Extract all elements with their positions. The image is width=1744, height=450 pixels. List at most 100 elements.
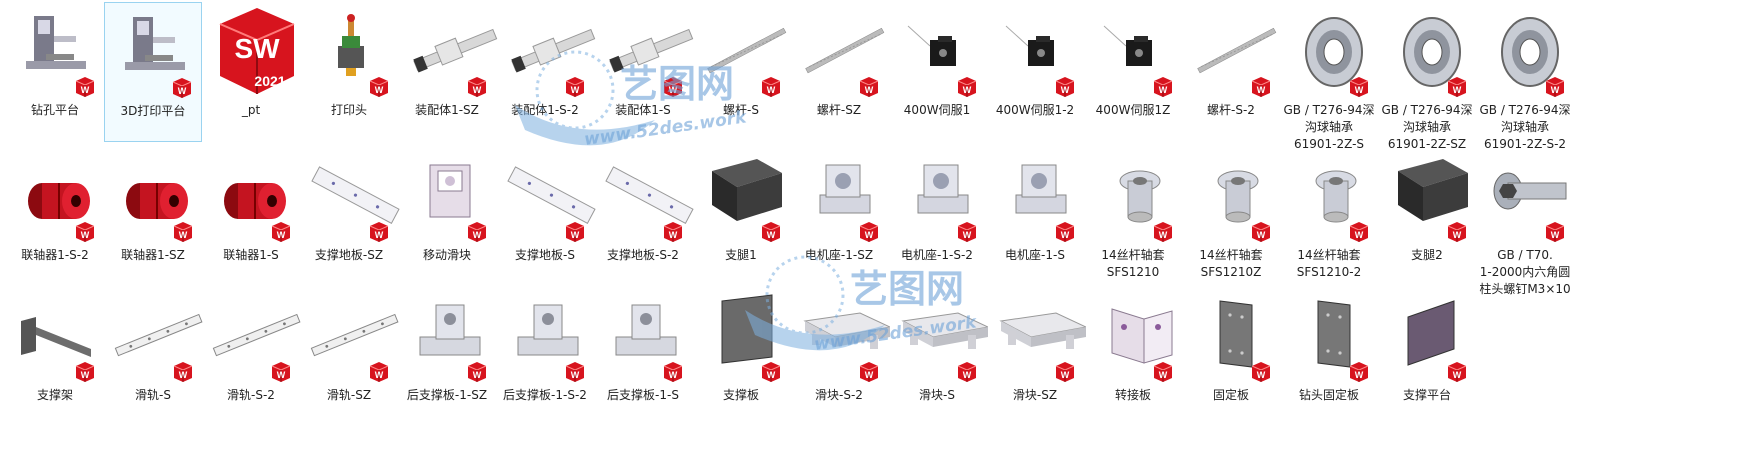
- svg-text:W: W: [865, 230, 874, 240]
- file-item[interactable]: W 装配体1-SZ: [398, 2, 498, 142]
- support-platform-icon: [1407, 300, 1455, 366]
- lead-screw-icon: [1197, 27, 1277, 74]
- file-item[interactable]: W 联轴器1-S-2: [6, 147, 104, 287]
- solidworks-badge-icon: W: [663, 77, 683, 97]
- svg-text:W: W: [1257, 85, 1266, 95]
- svg-text:W: W: [1355, 370, 1364, 380]
- file-item[interactable]: W 滑块-SZ: [986, 287, 1086, 427]
- file-item[interactable]: W GB / T70. 1-2000内六角圆 柱头螺钉M3×10: [1476, 147, 1574, 296]
- file-item[interactable]: W 固定板: [1182, 287, 1280, 427]
- file-name: 联轴器1-S-2: [21, 248, 89, 262]
- file-item[interactable]: W 支撑板: [692, 287, 790, 427]
- app-icon-year: 2021: [254, 73, 285, 89]
- rear-support-plate-icon: [517, 304, 579, 356]
- file-item[interactable]: W 电机座-1-S-2: [888, 147, 986, 287]
- solidworks-badge-icon: W: [1055, 77, 1075, 97]
- file-item[interactable]: W 转接板: [1084, 287, 1182, 427]
- file-item[interactable]: W 14丝杆轴套 SFS1210-2: [1280, 147, 1378, 287]
- file-name: 联轴器1-SZ: [121, 248, 185, 262]
- drill-fixing-plate-icon: [1317, 300, 1351, 368]
- file-item[interactable]: W 滑轨-S: [104, 287, 203, 427]
- solidworks-badge-icon: W: [565, 77, 585, 97]
- svg-text:W: W: [1453, 370, 1462, 380]
- file-item[interactable]: W 支撑地板-S: [496, 147, 596, 287]
- ball-bearing-icon: [1305, 17, 1363, 87]
- file-name: GB / T70. 1-2000内六角圆 柱头螺钉M3×10: [1479, 248, 1571, 296]
- file-item[interactable]: W GB / T276-94深 沟球轴承 61901-2Z-S: [1280, 2, 1378, 151]
- file-name: 400W伺服1: [903, 103, 971, 117]
- file-item[interactable]: W 400W伺服1: [888, 2, 986, 142]
- solidworks-badge-icon: W: [761, 362, 781, 382]
- file-item[interactable]: W 14丝杆轴套 SFS1210: [1084, 147, 1182, 287]
- print-head-icon: [338, 14, 364, 76]
- file-item[interactable]: W 电机座-1-SZ: [790, 147, 888, 287]
- svg-text:W: W: [1061, 85, 1070, 95]
- solidworks-badge-icon: W: [1349, 362, 1369, 382]
- file-item[interactable]: W 支撑地板-SZ: [300, 147, 400, 287]
- file-name: 后支撑板-1-S-2: [503, 388, 587, 402]
- svg-text:W: W: [1551, 230, 1560, 240]
- solidworks-badge-icon: W: [957, 362, 977, 382]
- slide-rail-icon: [114, 313, 203, 357]
- file-item[interactable]: W 滑块-S: [888, 287, 988, 427]
- file-item[interactable]: W 装配体1-S-2: [496, 2, 596, 142]
- file-item[interactable]: W 14丝杆轴套 SFS1210Z: [1182, 147, 1280, 287]
- svg-text:W: W: [179, 370, 188, 380]
- svg-text:W: W: [865, 85, 874, 95]
- support-leg-icon: [712, 159, 782, 221]
- file-item[interactable]: W 装配体1-S: [594, 2, 694, 142]
- file-item[interactable]: W 联轴器1-S: [202, 147, 300, 287]
- file-item[interactable]: W 螺杆-S-2: [1182, 2, 1280, 142]
- svg-text:W: W: [865, 370, 874, 380]
- ball-bearing-icon: [1501, 17, 1559, 87]
- screw-nut-sleeve-icon: [1119, 170, 1161, 223]
- svg-text:W: W: [963, 85, 972, 95]
- motor-mount-icon: [917, 164, 969, 214]
- screw-nut-sleeve-icon: [1217, 170, 1259, 223]
- lead-screw-icon: [707, 27, 787, 74]
- solidworks-badge-icon: W: [1447, 77, 1467, 97]
- servo-motor-icon: [1005, 25, 1054, 66]
- file-item[interactable]: W GB / T276-94深 沟球轴承 61901-2Z-SZ: [1378, 2, 1476, 151]
- file-item[interactable]: W 3D打印平台: [104, 2, 202, 142]
- file-item[interactable]: W 打印头: [300, 2, 398, 142]
- file-name: 装配体1-SZ: [415, 103, 479, 117]
- file-item[interactable]: W 400W伺服1Z: [1084, 2, 1182, 142]
- file-item[interactable]: W 支腿2: [1378, 147, 1476, 287]
- file-item[interactable]: W 后支撑板-1-S: [594, 287, 692, 427]
- file-item[interactable]: W 后支撑板-1-SZ: [398, 287, 496, 427]
- file-name: _pt: [241, 103, 261, 117]
- svg-text:W: W: [277, 230, 286, 240]
- file-item[interactable]: SW 2021 _pt: [202, 2, 300, 142]
- svg-text:W: W: [963, 370, 972, 380]
- file-name: 装配体1-S: [615, 103, 671, 117]
- svg-text:W: W: [669, 370, 678, 380]
- file-item[interactable]: W 钻孔平台: [6, 2, 104, 142]
- file-name: 后支撑板-1-SZ: [406, 388, 488, 402]
- file-name: 联轴器1-S: [223, 248, 279, 262]
- file-item[interactable]: W 螺杆-SZ: [790, 2, 888, 142]
- file-item[interactable]: W 联轴器1-SZ: [104, 147, 202, 287]
- file-item[interactable]: W 支撑地板-S-2: [594, 147, 694, 287]
- file-item[interactable]: W 钻头固定板: [1280, 287, 1378, 427]
- file-name: 移动滑块: [422, 248, 471, 262]
- file-item[interactable]: W 400W伺服1-2: [986, 2, 1084, 142]
- file-item[interactable]: W 后支撑板-1-S-2: [496, 287, 594, 427]
- solidworks-badge-icon: W: [1251, 77, 1271, 97]
- solidworks-badge-icon: W: [271, 222, 291, 242]
- svg-text:W: W: [571, 85, 580, 95]
- file-name: 螺杆-S-2: [1207, 103, 1255, 117]
- file-item[interactable]: W 滑轨-SZ: [300, 287, 399, 427]
- file-item[interactable]: W 螺杆-S: [692, 2, 790, 142]
- solidworks-badge-icon: W: [75, 77, 95, 97]
- file-item[interactable]: W 支撑平台: [1378, 287, 1476, 427]
- file-item[interactable]: W 移动滑块: [398, 147, 496, 287]
- file-item[interactable]: W 滑块-S-2: [790, 287, 890, 427]
- assembly-rail-icon: [609, 28, 694, 73]
- file-item[interactable]: W 滑轨-S-2: [202, 287, 301, 427]
- file-item[interactable]: W GB / T276-94深 沟球轴承 61901-2Z-S-2: [1476, 2, 1574, 151]
- file-item[interactable]: W 支撑架: [6, 287, 104, 427]
- solidworks-badge-icon: W: [859, 362, 879, 382]
- file-item[interactable]: W 支腿1: [692, 147, 790, 287]
- file-item[interactable]: W 电机座-1-S: [986, 147, 1084, 287]
